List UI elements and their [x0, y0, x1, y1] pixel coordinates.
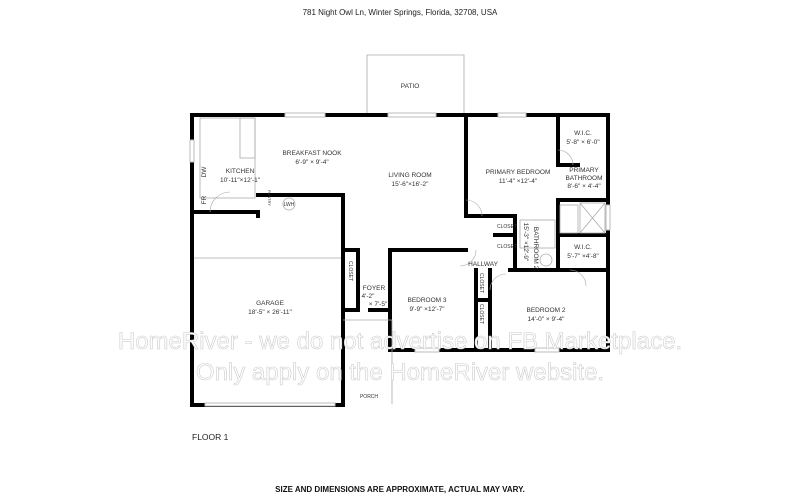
room-breakfast-nook: BREAKFAST NOOK 6'-9" × 9'-4"	[282, 150, 342, 166]
room-garage: GARAGE 18'-5" × 26'-11"	[248, 300, 292, 316]
svg-text:PRIMARY: PRIMARY	[569, 167, 599, 174]
svg-text:5'-7" ×4'-8": 5'-7" ×4'-8"	[567, 253, 599, 260]
watermark-line-2: Only apply on the HomeRiver website.	[196, 359, 604, 386]
svg-text:LIVING ROOM: LIVING ROOM	[388, 172, 431, 179]
room-porch: PORCH	[360, 394, 378, 400]
disclaimer: SIZE AND DIMENSIONS ARE APPROXIMATE, ACT…	[275, 485, 525, 494]
pantry-label: PANTRY	[267, 190, 272, 206]
svg-text:8'-6" × 4'-4": 8'-6" × 4'-4"	[567, 183, 601, 190]
room-kitchen: KITCHEN 10'-11"×12'-1"	[220, 168, 261, 184]
patio: PATIO	[366, 54, 465, 115]
interior-details	[194, 117, 606, 404]
svg-text:PRIMARY BEDROOM: PRIMARY BEDROOM	[486, 169, 551, 176]
closet-label: CLOSET	[497, 224, 517, 230]
fixture-labels: CLOSET CLOSET CLOSET CLOSET CLOSET PANTR…	[201, 166, 517, 324]
svg-text:HALLWAY: HALLWAY	[468, 261, 499, 268]
room-bedroom-2: BEDROOM 2 14'-0" × 9'-4"	[526, 307, 565, 323]
svg-text:5'-8" × 6'-0": 5'-8" × 6'-0"	[566, 139, 600, 146]
svg-text:BEDROOM 3: BEDROOM 3	[407, 297, 446, 304]
room-wic-2: W.I.C. 5'-7" ×4'-8"	[567, 244, 599, 260]
room-bathroom-2: BATHROOM 2 15'-3" ×12'-9"	[522, 223, 539, 270]
closet-label: CLOSET	[478, 273, 484, 293]
svg-text:× 7'-5": × 7'-5"	[369, 301, 388, 308]
svg-text:9'-9" ×12'-7": 9'-9" ×12'-7"	[409, 306, 445, 313]
svg-text:11'-4" ×12'-4": 11'-4" ×12'-4"	[499, 178, 538, 185]
svg-text:15'-3" ×12'-9": 15'-3" ×12'-9"	[522, 223, 529, 262]
svg-text:GARAGE: GARAGE	[256, 300, 284, 307]
room-wic-primary: W.I.C. 5'-8" × 6'-0"	[566, 130, 600, 146]
svg-text:14'-0" × 9'-4": 14'-0" × 9'-4"	[528, 316, 566, 323]
walls	[190, 113, 610, 407]
fridge-label: FR	[201, 195, 208, 204]
svg-text:BREAKFAST NOOK: BREAKFAST NOOK	[282, 150, 342, 157]
room-primary-bathroom: PRIMARY BATHROOM 8'-6" × 4'-4"	[565, 167, 602, 190]
room-foyer: FOYER 4'-2" × 7'-5"	[362, 285, 388, 308]
windows	[189, 112, 611, 407]
watermark-line-1: HomeRiver - we do not advertise on FB Ma…	[118, 328, 682, 355]
svg-text:4'-2": 4'-2"	[362, 293, 376, 300]
svg-text:BATHROOM: BATHROOM	[565, 175, 602, 182]
svg-text:18'-5" × 26'-11": 18'-5" × 26'-11"	[248, 309, 292, 316]
svg-text:BEDROOM 2: BEDROOM 2	[526, 307, 565, 314]
water-heater-label: LWH	[284, 202, 295, 208]
svg-text:W.I.C.: W.I.C.	[574, 244, 592, 251]
room-bedroom-3: BEDROOM 3 9'-9" ×12'-7"	[407, 297, 446, 313]
floor-label: FLOOR 1	[192, 432, 229, 442]
patio-label: PATIO	[401, 83, 420, 90]
svg-text:W.I.C.: W.I.C.	[574, 130, 592, 137]
svg-text:BATHROOM 2: BATHROOM 2	[532, 227, 539, 270]
svg-text:FOYER: FOYER	[363, 285, 386, 292]
svg-text:KITCHEN: KITCHEN	[226, 168, 255, 175]
dishwasher-label: DW	[201, 166, 208, 178]
room-living-room: LIVING ROOM 15'-6"×16'-2"	[388, 172, 431, 188]
room-hallway: HALLWAY	[468, 261, 499, 268]
closet-label: CLOSET	[478, 304, 484, 324]
svg-text:PORCH: PORCH	[360, 394, 378, 400]
closet-label: CLOSET	[347, 261, 353, 281]
room-primary-bedroom: PRIMARY BEDROOM 11'-4" ×12'-4"	[486, 169, 551, 185]
svg-text:15'-6"×16'-2": 15'-6"×16'-2"	[392, 181, 430, 188]
svg-text:6'-9" × 9'-4": 6'-9" × 9'-4"	[295, 159, 329, 166]
svg-text:10'-11"×12'-1": 10'-11"×12'-1"	[220, 177, 261, 184]
closet-label: CLOSET	[497, 244, 517, 250]
address: 781 Night Owl Ln, Winter Springs, Florid…	[303, 8, 498, 17]
